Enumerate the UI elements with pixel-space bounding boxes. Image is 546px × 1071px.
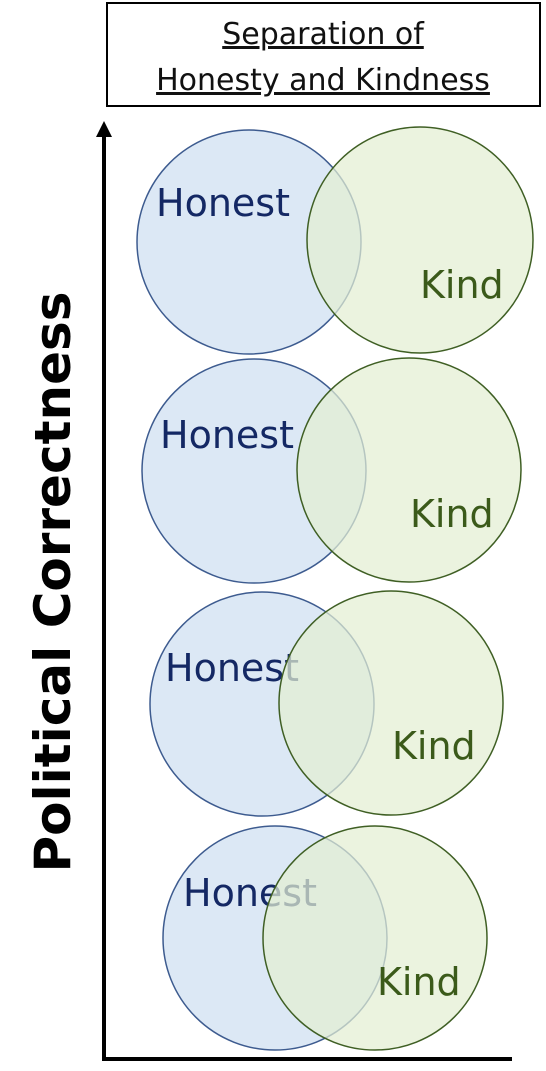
title-line-2: Honesty and Kindness xyxy=(156,63,490,98)
kind-circle xyxy=(262,825,488,1051)
y-axis-label: Political Correctness xyxy=(24,291,82,872)
title-border xyxy=(106,2,541,107)
title-line-1: Separation of xyxy=(222,17,425,52)
kind-circle xyxy=(296,357,522,583)
kind-label: Kind xyxy=(392,724,476,768)
kind-circle xyxy=(306,126,534,354)
kind-label: Kind xyxy=(377,960,461,1004)
honest-label: Honest xyxy=(160,413,294,457)
y-axis xyxy=(96,121,112,1059)
title-box: Separation of Honesty and Kindness xyxy=(106,2,541,107)
honest-label: Honest xyxy=(156,181,290,225)
honest-label: Honest xyxy=(165,646,299,690)
kind-label: Kind xyxy=(420,263,504,307)
kind-label: Kind xyxy=(410,492,494,536)
kind-circle xyxy=(278,590,504,816)
y-axis-arrowhead xyxy=(96,121,112,137)
